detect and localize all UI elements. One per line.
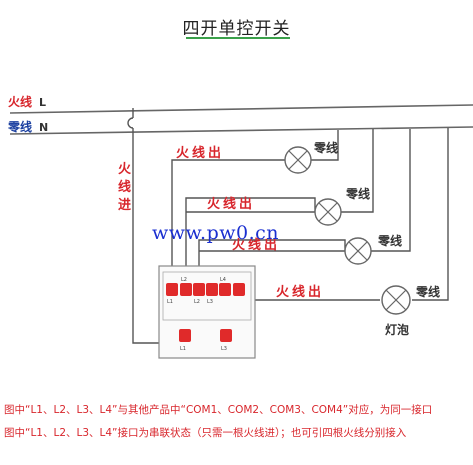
terminal-bottom-label-2: L3 [221,346,227,352]
output-label-2: 火线出 [207,196,255,212]
bulb-4 [381,285,411,315]
output-wire-3 [198,239,346,287]
terminal-label-1: L1 [167,299,173,305]
bulb-label: 灯泡 [385,322,409,337]
footnote-2: 图中“L1、L2、L3、L4”接口为串联状态（只需一根火线进）；也可引四根火线分… [4,427,407,439]
neutral-wire [9,126,473,135]
diagram-title: 四开单控开关 [182,19,291,39]
terminal-l4a [219,283,231,296]
neutral-label-2: 零线 [345,186,370,201]
terminal-bottom-label-1: L1 [180,346,186,352]
bulb-3 [344,237,372,265]
bulb-1 [284,146,312,174]
live-line-letter: L [39,96,46,109]
neutral-return-2 [341,129,374,213]
terminal-l3 [206,283,218,296]
neutral-return-1 [311,130,339,161]
terminal-label-2: L2 [181,277,187,283]
terminal-label-3: L2 [194,299,200,305]
neutral-return-3 [371,129,411,252]
terminal-bottom-l3 [220,329,232,342]
watermark: www.pw0.cn [152,222,280,244]
output-label-4: 火线出 [276,284,324,300]
neutral-label-4: 零线 [415,284,440,299]
neutral-label-1: 零线 [313,140,338,155]
terminal-l2a [180,283,192,296]
live-feed-char-1: 火 [118,162,132,177]
output-wire-1 [171,159,285,287]
terminal-bottom-l1 [179,329,191,342]
terminal-label-4: L3 [207,299,213,305]
neutral-label-3: 零线 [377,233,402,248]
neutral-return-4 [412,128,449,301]
terminal-l1 [166,283,178,296]
terminal-l2b [193,283,205,296]
title-underline [186,37,290,39]
wire-crossover [127,117,134,129]
live-wire [9,104,473,114]
footnote-1: 图中“L1、L2、L3、L4”与其他产品中“COM1、COM2、COM3、COM… [4,404,433,416]
switch-terminals [166,283,245,342]
neutral-line-label: 零线 [7,119,32,134]
live-feed-char-3: 进 [118,198,131,213]
live-feed-char-2: 线 [118,179,131,195]
neutral-line-letter: N [39,121,48,134]
output-label-3: 火线出 [232,237,280,253]
terminal-label-5: L4 [220,277,226,283]
output-wire-2 [185,197,316,287]
bulb-2 [314,198,342,226]
terminal-l4b [233,283,245,296]
switch-body [158,265,256,359]
output-label-1: 火线出 [176,145,224,161]
live-line-label: 火线 [8,94,32,109]
